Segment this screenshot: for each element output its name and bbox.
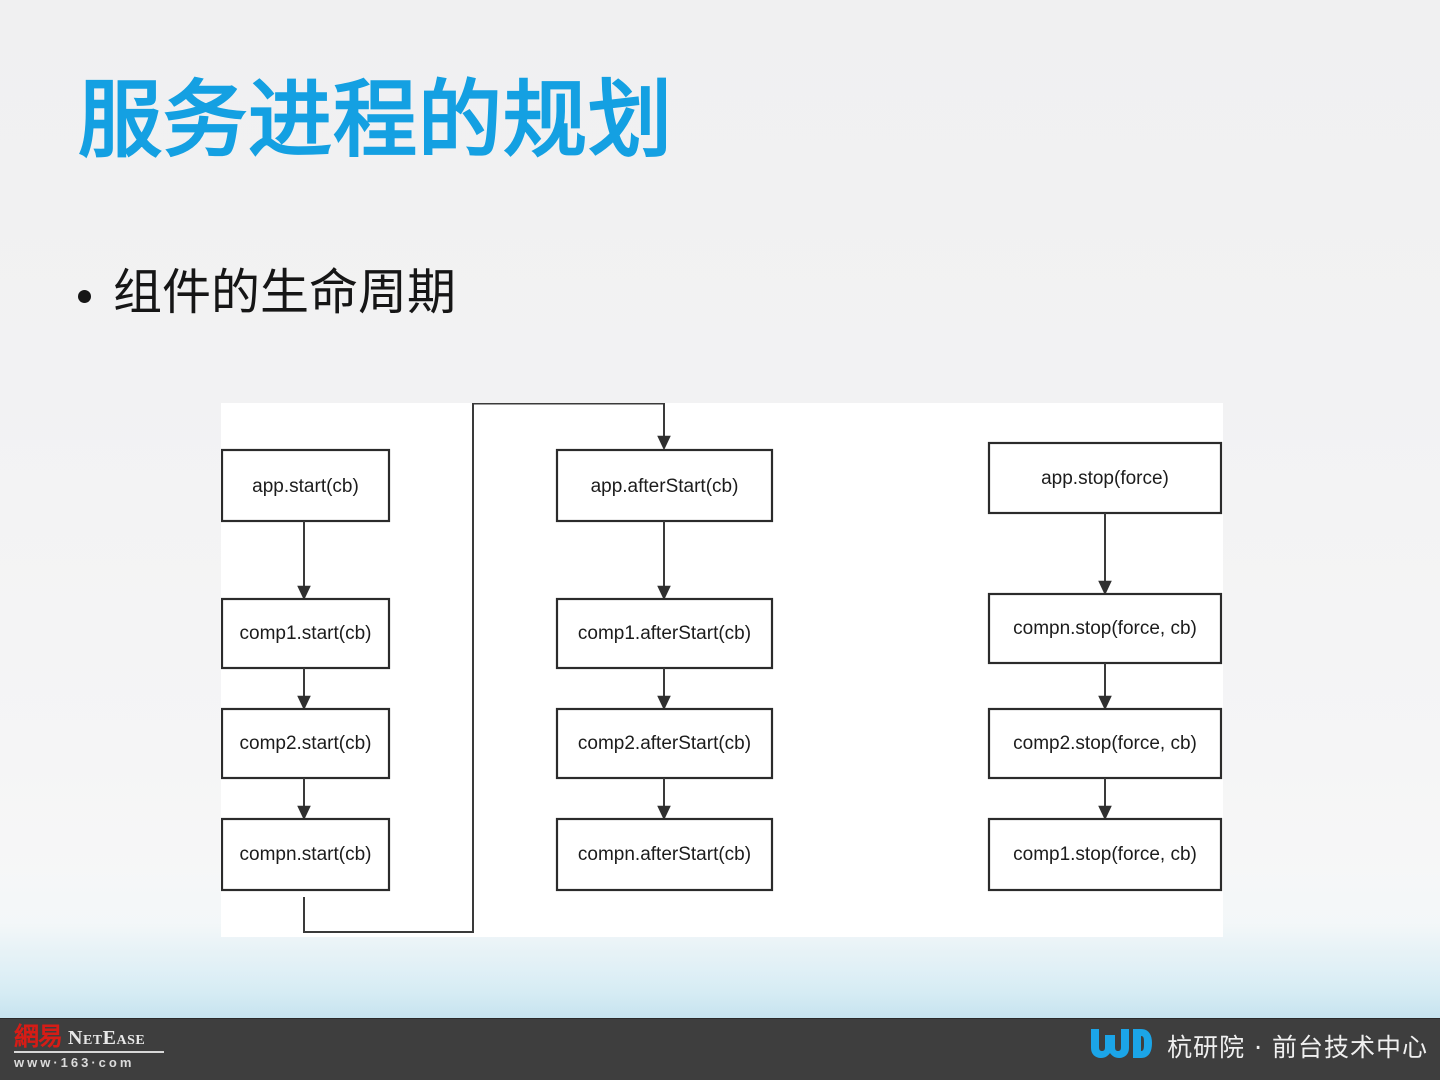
flow-node-comp2-afterstart: comp2.afterStart(cb) <box>555 707 774 780</box>
loop-edge-compn-start-to-app-afterstart <box>303 403 671 933</box>
flow-node-label: compn.afterStart(cb) <box>578 844 751 865</box>
flow-node-compn-afterstart: compn.afterStart(cb) <box>555 817 774 892</box>
flow-node-label: app.start(cb) <box>252 476 359 497</box>
flow-node-label: comp1.start(cb) <box>240 623 372 644</box>
bullet-list-item: 组件的生命周期 <box>78 264 457 321</box>
flow-node-label: app.afterStart(cb) <box>591 476 739 497</box>
flow-node-app-stop: app.stop(force) <box>987 441 1223 515</box>
flow-node-compn-start: compn.start(cb) <box>221 817 391 892</box>
flow-node-comp2-stop: comp2.stop(force, cb) <box>987 707 1223 780</box>
flow-node-app-afterstart: app.afterStart(cb) <box>555 448 774 523</box>
flow-node-label: app.stop(force) <box>1041 468 1169 489</box>
wd-logo-label: 杭研院 · 前台技术中心 <box>1167 1032 1428 1062</box>
bullet-point-icon <box>78 289 91 303</box>
flow-node-label: comp1.stop(force, cb) <box>1013 844 1197 865</box>
netease-logo-chinese: 網易 <box>14 1022 63 1051</box>
bullet-item-label: 组件的生命周期 <box>113 264 457 321</box>
flow-node-label: comp1.afterStart(cb) <box>578 623 751 644</box>
wd-logo-icon <box>1089 1026 1153 1065</box>
flow-node-label: compn.start(cb) <box>240 844 372 865</box>
flow-node-compn-stop: compn.stop(force, cb) <box>987 592 1223 665</box>
wd-logo-group: 杭研院 · 前台技术中心 <box>1089 1026 1428 1065</box>
flow-node-label: comp2.stop(force, cb) <box>1013 733 1197 754</box>
flow-node-comp1-stop: comp1.stop(force, cb) <box>987 817 1223 892</box>
flow-node-comp1-afterstart: comp1.afterStart(cb) <box>555 597 774 670</box>
netease-logo: 網易 NetEase www·163·com <box>14 1023 164 1070</box>
flow-node-label: comp2.afterStart(cb) <box>578 733 751 754</box>
flow-node-app-start: app.start(cb) <box>221 448 391 523</box>
netease-logo-wordmark: 網易 NetEase <box>14 1023 164 1049</box>
flow-node-comp1-start: comp1.start(cb) <box>221 597 391 670</box>
netease-logo-url: www·163·com <box>14 1055 135 1070</box>
page-title: 服务进程的规划 <box>78 71 674 169</box>
flow-node-label: compn.stop(force, cb) <box>1013 618 1197 639</box>
slide-footer-bar <box>0 1018 1440 1080</box>
netease-logo-divider <box>14 1051 164 1053</box>
flow-node-comp2-start: comp2.start(cb) <box>221 707 391 780</box>
lifecycle-flowchart: app.start(cb) comp1.start(cb) comp2.star… <box>221 403 1223 937</box>
netease-logo-english: NetEase <box>68 1027 146 1049</box>
flow-node-label: comp2.start(cb) <box>240 733 372 754</box>
